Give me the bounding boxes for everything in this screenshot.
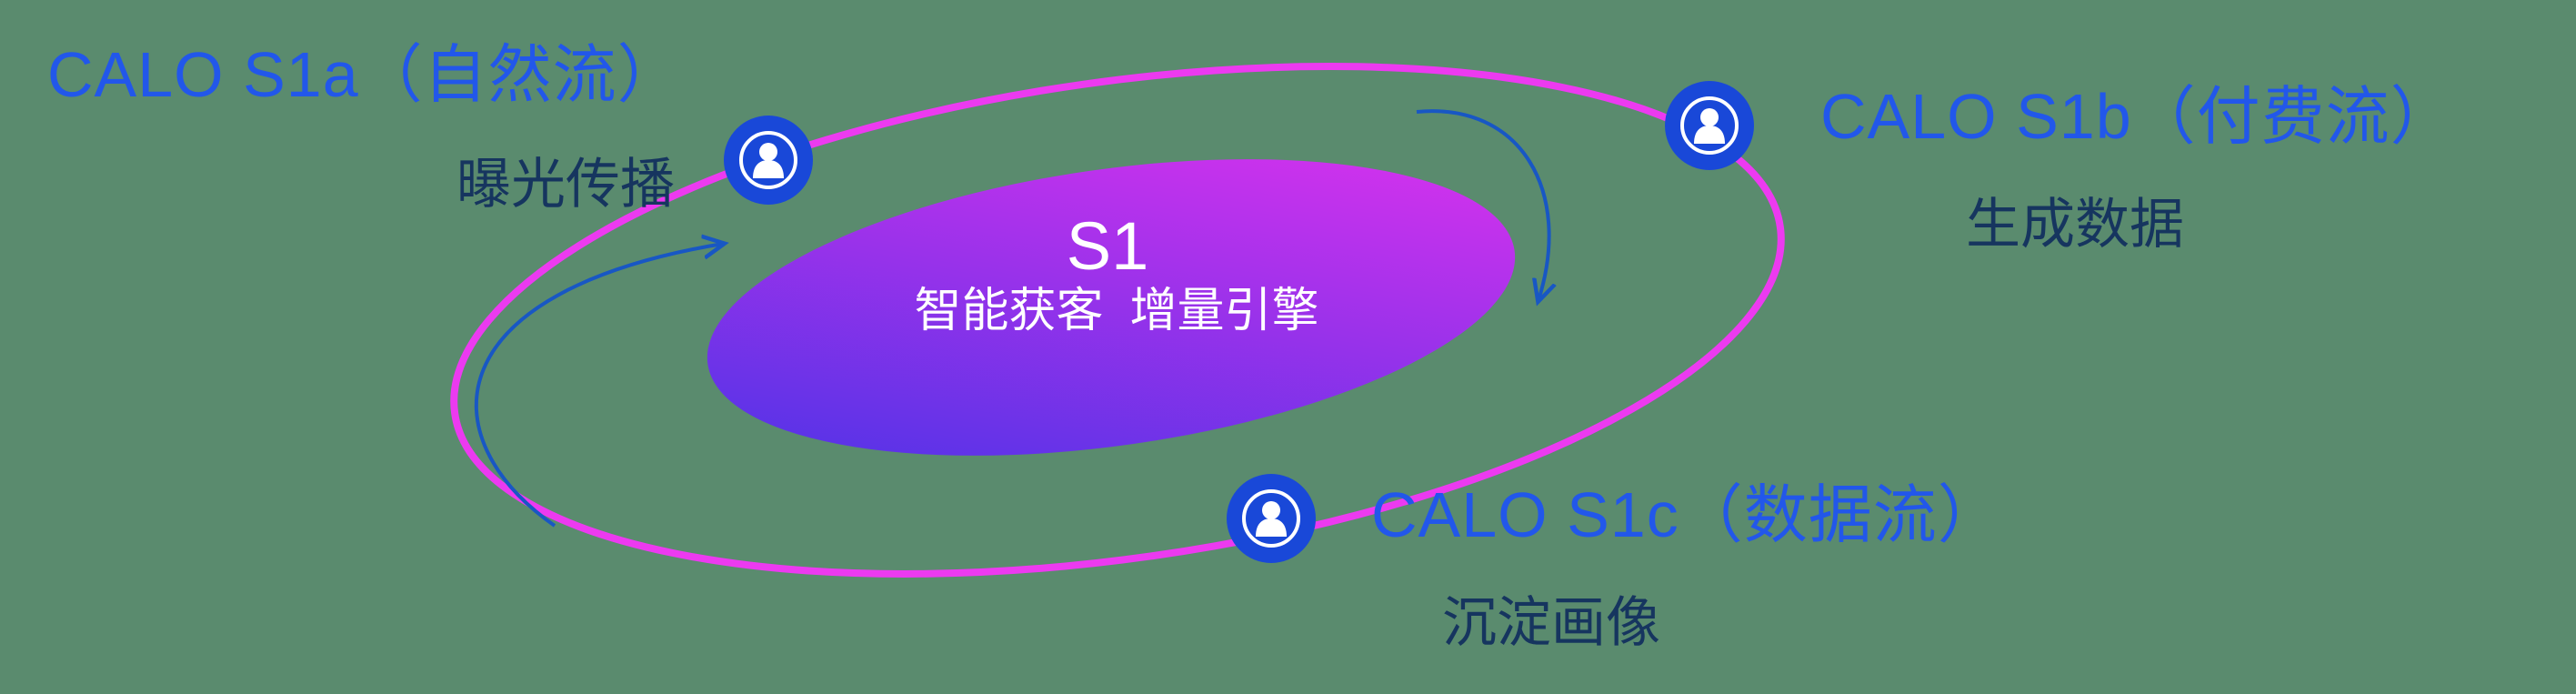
node-s1c-person-icon — [1225, 472, 1318, 565]
node-s1b-person-icon — [1663, 79, 1756, 172]
node-s1a-person-icon — [722, 114, 815, 206]
label-s1c-subtitle: 沉淀画像 — [1442, 592, 1660, 653]
label-s1c-title: CALO S1c（数据流） — [1371, 479, 2002, 550]
label-s1a-subtitle: 曝光传播 — [456, 154, 675, 215]
core-ellipse — [707, 159, 1516, 456]
label-s1a-title: CALO S1a（自然流） — [47, 39, 682, 110]
label-s1b-subtitle: 生成数据 — [1966, 194, 2184, 255]
core-subtitle: 智能获客 增量引擎 — [914, 285, 1319, 337]
label-s1b-title: CALO S1b（付费流） — [1820, 81, 2455, 152]
curved-arrow-right-icon — [1416, 109, 1549, 300]
curved-arrow-left-icon — [474, 244, 723, 528]
orbit-ellipse — [450, 63, 1785, 578]
core-title: S1 — [1066, 208, 1149, 284]
